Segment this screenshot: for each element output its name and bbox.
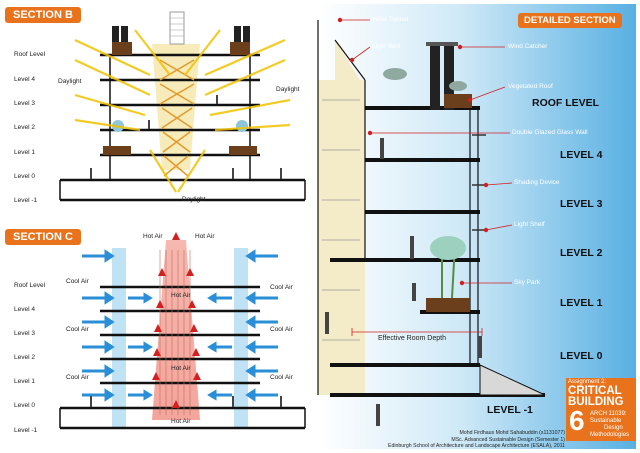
detail-sky bbox=[318, 4, 636, 449]
detail-level-3: LEVEL 3 bbox=[560, 198, 603, 210]
detail-level-roof: ROOF LEVEL bbox=[532, 97, 600, 109]
section-b-level-roof: Roof Level bbox=[14, 51, 46, 58]
hot-air-label-upper: Hot Air bbox=[171, 292, 191, 299]
section-c-level-minus1: Level -1 bbox=[14, 427, 38, 434]
credits-line-3: Edinburgh School of Architecture and Lan… bbox=[388, 443, 565, 449]
section-b-title: SECTION B bbox=[5, 7, 81, 23]
section-c-building bbox=[59, 232, 306, 430]
badge-course-code: ARCH 11039: bbox=[590, 411, 627, 417]
callout-vegetated-roof: Vegetated Roof bbox=[508, 83, 553, 90]
badge-critical: CRITICAL bbox=[568, 385, 622, 397]
detailed-section-title: DETAILED SECTION bbox=[518, 13, 622, 28]
cool-air-label-right-2: Cool Air bbox=[270, 326, 293, 333]
detailed-building bbox=[317, 17, 546, 426]
callout-light-well: Light Well bbox=[372, 43, 401, 50]
hot-air-label-middle: Hot Air bbox=[171, 365, 191, 372]
section-c-level-roof: Roof Level bbox=[14, 282, 46, 289]
section-b-level-3: Level 3 bbox=[14, 100, 35, 107]
section-b-level-4: Level 4 bbox=[14, 76, 35, 83]
credits-line-1: Mohd Firdhaus Mohd Sahabuddin (s1131077) bbox=[459, 430, 565, 436]
section-b-level-1: Level 1 bbox=[14, 149, 35, 156]
callout-sky-park: Sky Park bbox=[514, 279, 541, 286]
callout-double-glazed: Double Glazed Glass Wall bbox=[512, 129, 588, 136]
cool-air-label-left-2: Cool Air bbox=[66, 326, 89, 333]
hot-air-label-top-right: Hot Air bbox=[195, 233, 215, 240]
badge-course-l1: Sustainable bbox=[590, 418, 622, 424]
section-b-level-2: Level 2 bbox=[14, 124, 35, 131]
cool-air-label-right-1: Cool Air bbox=[270, 284, 293, 291]
callout-wind-tunnel: Wind Tunnel bbox=[372, 16, 409, 23]
cool-air-label-right-3: Cool Air bbox=[270, 374, 293, 381]
section-b-level-minus1: Level -1 bbox=[14, 197, 38, 204]
section-c-title: SECTION C bbox=[5, 229, 81, 245]
badge-bg bbox=[566, 378, 636, 441]
credits-line-2: MSc. Advanced Sustainable Design (Semest… bbox=[451, 436, 565, 443]
section-c-level-0: Level 0 bbox=[14, 402, 35, 409]
section-b-daylight-left: Daylight bbox=[58, 78, 82, 85]
hot-air-label-top-left: Hot Air bbox=[143, 233, 163, 240]
cool-air-label-left-1: Cool Air bbox=[66, 278, 89, 285]
section-b-building bbox=[59, 11, 306, 202]
section-b-daylight-right: Daylight bbox=[276, 86, 300, 93]
callout-effective-depth: Effective Room Depth bbox=[378, 335, 446, 342]
section-b-level-0: Level 0 bbox=[14, 173, 35, 180]
badge-course-l3: Methodologies bbox=[590, 432, 630, 438]
detail-level-0: LEVEL 0 bbox=[560, 350, 603, 362]
callout-wind-catcher: Wind Catcher bbox=[508, 43, 548, 50]
section-b-daylight-bottom: Daylight bbox=[182, 196, 206, 203]
section-c-level-3: Level 3 bbox=[14, 330, 35, 337]
detail-level-minus1: LEVEL -1 bbox=[487, 404, 533, 416]
detail-level-1: LEVEL 1 bbox=[560, 297, 603, 309]
badge-assignment: Assignment 2: bbox=[568, 379, 607, 385]
badge-course-l2: Design bbox=[604, 425, 623, 431]
badge-number: 6 bbox=[569, 405, 585, 436]
badge-building: BUILDING bbox=[568, 396, 624, 408]
callout-shading-device: Shading Device bbox=[514, 179, 560, 186]
cool-air-label-left-3: Cool Air bbox=[66, 374, 89, 381]
detail-level-4: LEVEL 4 bbox=[560, 149, 603, 161]
credits: Mohd Firdhaus Mohd Sahabuddin (s1131077)… bbox=[380, 430, 565, 450]
detail-level-2: LEVEL 2 bbox=[560, 247, 603, 259]
section-c-level-2: Level 2 bbox=[14, 354, 35, 361]
callout-light-shelf: Light Shelf bbox=[514, 221, 545, 228]
section-c-level-1: Level 1 bbox=[14, 378, 35, 385]
section-c-level-4: Level 4 bbox=[14, 306, 35, 313]
hot-air-label-bottom: Hot Air bbox=[171, 418, 191, 425]
